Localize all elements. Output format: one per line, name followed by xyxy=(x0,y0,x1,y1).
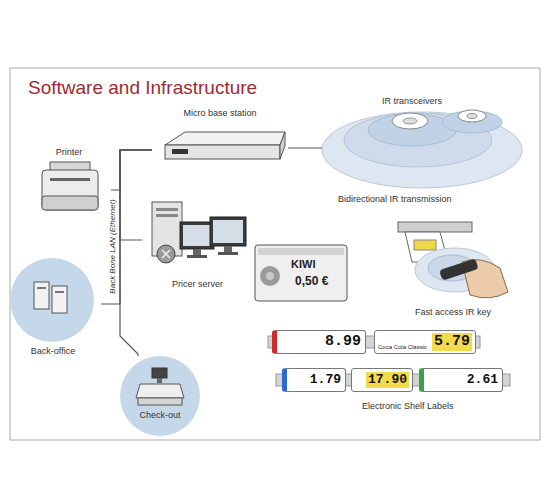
caption-label: Bidirectional IR transmission xyxy=(338,194,452,205)
node-label: Pricer server xyxy=(142,279,253,290)
network-link xyxy=(111,150,152,190)
node-label: KIWI xyxy=(291,259,315,270)
ir-key-illustration xyxy=(398,222,508,298)
network-link xyxy=(288,147,322,148)
shelf-label: 2.61 xyxy=(419,368,503,392)
printer-device xyxy=(42,162,98,210)
base-station-device xyxy=(165,132,285,159)
check-out-icon xyxy=(120,356,200,436)
shelf-label: 8.99 xyxy=(272,330,366,354)
shelf-label: 5.79Coca Cola Classic xyxy=(374,330,476,354)
device-node: Check-out xyxy=(117,356,203,436)
shelf-label: 1.79 xyxy=(282,368,346,392)
node-label: IR transceivers xyxy=(382,96,442,107)
bus-label: Back Bone LAN (Ethernet) xyxy=(107,199,118,293)
network-link xyxy=(101,150,152,304)
network-link xyxy=(120,150,152,240)
title: Software and Infrastructure xyxy=(28,77,257,99)
display-panel xyxy=(255,245,347,301)
device-node: Fast access IR key xyxy=(385,212,521,320)
device-node: Back-office xyxy=(5,256,101,358)
node-label: Fast access IR key xyxy=(385,307,521,318)
device-node: Micro base station xyxy=(152,106,288,170)
node-label: 8.99 xyxy=(325,333,361,351)
node-label: Back-office xyxy=(5,346,101,357)
node-subtext: 0,50 € xyxy=(295,275,328,288)
device-node: Pricer server xyxy=(142,198,253,292)
node-label: 2.61 xyxy=(467,372,498,388)
node-label: Printer xyxy=(27,147,111,158)
shelf-label: 17.90 xyxy=(351,368,413,392)
device-node: IR transceivers xyxy=(322,94,532,190)
node-label: 1.79 xyxy=(310,372,341,388)
node-label: Micro base station xyxy=(152,108,288,119)
ir-field xyxy=(322,110,522,188)
node-subtext: Coca Cola Classic xyxy=(378,344,427,351)
frame xyxy=(10,68,540,440)
device-node: Printer xyxy=(27,145,111,217)
node-label: 17.90 xyxy=(366,372,409,388)
back-office-icon xyxy=(10,258,94,342)
node-label: 5.79 xyxy=(432,333,472,351)
node-label: Check-out xyxy=(117,410,203,421)
server-device xyxy=(152,202,246,263)
caption-label: Electronic Shelf Labels xyxy=(362,401,454,412)
network-link xyxy=(120,150,152,356)
device-node: KIWI 0,50 € xyxy=(255,245,347,301)
